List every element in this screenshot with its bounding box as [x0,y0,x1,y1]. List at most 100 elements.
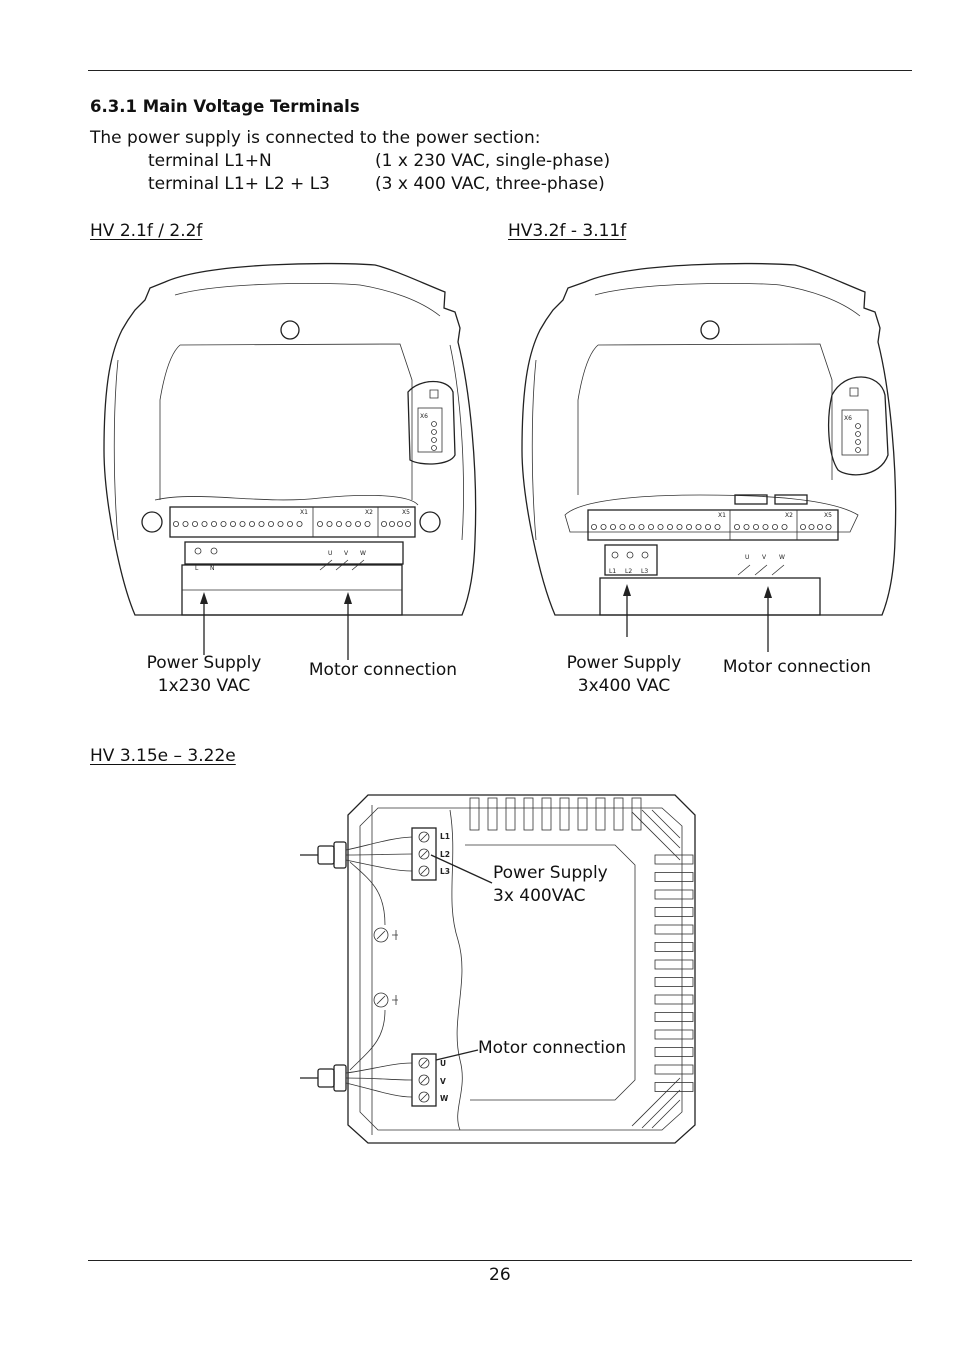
heatsink-fin [613,797,624,831]
terminal-screw-dot [220,521,227,528]
terminal-single-phase: terminal L1+N [148,151,272,171]
terminal-screw-dot [396,521,403,528]
l1-label: L1 [609,568,616,575]
terminal-screw-dot [191,521,198,528]
hv2-housing [103,262,477,616]
heatsink-fin [654,854,694,865]
terminal-screw-dot [638,524,645,531]
l-label: L [195,565,199,572]
hv2-board [159,343,413,500]
terminal-screw-dot [296,521,303,528]
hv3e-callout-lines [430,854,493,1061]
l3-label: L3 [641,568,648,575]
heatsink-fin [654,994,694,1005]
terminal-screw-dot [734,524,741,531]
terminal-screw-dot [258,521,265,528]
terminal-screw-dot [825,524,832,531]
hv3-callout-arrows [623,584,772,652]
hv2-motor-label: Motor connection [308,660,458,680]
terminal-screw-dot [714,524,721,531]
hv3e-power-label: Power Supply 3x 400VAC [493,862,608,908]
figure-title-hv2: HV 2.1f / 2.2f [90,221,203,241]
hv3e-l3-label: L3 [440,867,450,876]
terminal-screw-dot [380,521,387,528]
terminal-screw-dot [808,524,815,531]
hv3-housing [521,262,897,616]
section-heading: 6.3.1 Main Voltage Terminals [90,97,360,116]
hv3e-motor-label: Motor connection [478,1038,627,1058]
hv3e-l2-label: L2 [440,850,450,859]
x6-label: X6 [420,413,428,420]
heatsink-fin [559,797,570,831]
terminal-screw-dot [210,521,217,528]
heatsink-fin [654,889,694,900]
hv2-callout-arrows [200,592,352,660]
terminal-screw-dot [286,521,293,528]
terminal-screw-dot [335,521,342,528]
hv2-power-line1: Power Supply [146,653,262,673]
hv3-x1-label: X1 [718,512,726,519]
hv3-board [577,343,833,495]
terminal-screw-dot [667,524,674,531]
terminal-screw-dot [354,521,361,528]
terminal-screw-dot [345,521,352,528]
hv3e-u-label: U [440,1059,446,1068]
hv3-terminal-block: X1 X2 X5 L1 L2 L3 U V W [564,494,859,616]
l2-label: L2 [625,568,632,575]
hv3-v-label: V [762,554,767,561]
hv3-power-line1: Power Supply [566,653,682,673]
terminal-screw-dot [772,524,779,531]
hv3e-top-terminals: L1 L2 L3 [411,827,450,881]
terminal-screw-dot [277,521,284,528]
terminal-screw-dot [648,524,655,531]
heatsink-fin [654,977,694,987]
terminal-screw-dot [182,521,189,528]
heatsink-fin [595,797,606,831]
hv2-power-label: Power Supply 1x230 VAC [130,652,278,698]
heatsink-fin [654,1064,694,1075]
hv3e-cooling-fins [469,797,694,1092]
figure-title-hv3e: HV 3.15e – 3.22e [90,746,236,766]
heatsink-fin [541,797,552,831]
terminal-single-phase-desc: (1 x 230 VAC, single-phase) [375,151,611,171]
hv3e-bottom-terminals: U V W [411,1053,449,1107]
terminal-screw-dot [172,521,179,528]
terminal-screw-dot [326,521,333,528]
terminal-screw-dot [753,524,760,531]
hv3e-cables [300,836,413,1098]
terminal-screw-dot [762,524,769,531]
hv3e-inner-board [465,844,636,1101]
heatsink-fin [523,797,534,831]
hv3e-cutaway-edge [449,809,463,1131]
heatsink-fin [577,797,588,831]
terminal-three-phase-desc: (3 x 400 VAC, three-phase) [375,174,605,194]
terminal-screw-dot [629,524,636,531]
n-label: N [210,565,215,572]
hv3-x2-label: X2 [785,512,793,519]
heatsink-fin [469,797,480,831]
header-rule [88,70,912,71]
terminal-screw-dot [781,524,788,531]
heatsink-fin [654,942,694,952]
footer-rule [88,1260,912,1261]
page-number: 26 [489,1265,511,1285]
heatsink-fin [654,1047,694,1057]
heatsink-fin [505,797,516,831]
hv3-motor-label: Motor connection [722,657,872,677]
hv3-power-line2: 3x400 VAC [577,676,671,696]
heatsink-fin [654,959,694,970]
hv3e-corner-fins [631,809,681,1129]
hv3-x5-label: X5 [824,512,832,519]
terminal-screw-dot [267,521,274,528]
hv3e-housing [347,794,696,1144]
heatsink-fin [654,1029,694,1040]
v-label: V [344,550,349,557]
hv2-power-line2: 1x230 VAC [157,676,251,696]
heatsink-fin [631,797,642,831]
terminal-screw-dot [239,521,246,528]
intro-text: The power supply is connected to the pow… [90,128,541,148]
terminal-screw-dot [316,521,323,528]
